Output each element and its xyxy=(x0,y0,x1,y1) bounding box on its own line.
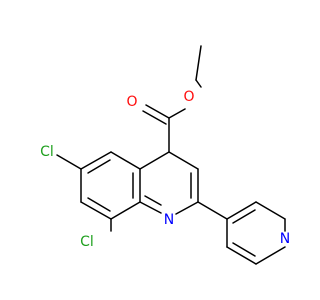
chlorine-6-label: Cl xyxy=(40,144,54,160)
bond xyxy=(168,108,186,119)
quinoline-nitrogen-label: N xyxy=(164,212,174,228)
bond xyxy=(110,201,141,220)
bond xyxy=(195,45,202,81)
bond xyxy=(139,201,162,214)
bond xyxy=(139,151,170,170)
bond xyxy=(195,79,202,88)
ester-oxygen-label: O xyxy=(183,89,194,105)
bond xyxy=(197,201,228,220)
bond xyxy=(255,246,286,265)
chlorine-8-label: Cl xyxy=(80,234,94,250)
bond xyxy=(255,201,286,220)
bond xyxy=(110,151,141,170)
bond xyxy=(87,197,111,212)
bond xyxy=(232,242,256,257)
bond xyxy=(144,195,162,206)
pyridine-nitrogen-label: N xyxy=(280,231,290,247)
bond xyxy=(175,201,199,215)
bond xyxy=(80,151,112,170)
carbonyl-oxygen-label: O xyxy=(126,94,137,110)
bond xyxy=(168,151,199,170)
bond xyxy=(226,246,257,265)
bond xyxy=(232,209,256,224)
bond xyxy=(226,201,257,220)
bond xyxy=(56,154,82,170)
bond xyxy=(80,201,112,220)
bond xyxy=(142,110,167,125)
molecule-structure: O O Cl Cl N N xyxy=(40,45,290,265)
bond xyxy=(87,159,111,174)
bond xyxy=(145,104,170,119)
